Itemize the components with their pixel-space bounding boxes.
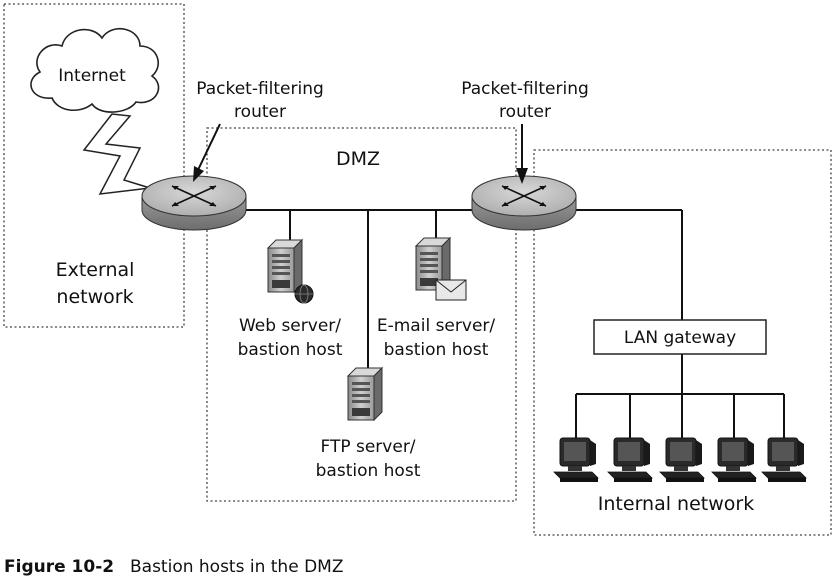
router-right-icon — [471, 175, 577, 231]
router-left-label-line2: router — [234, 102, 286, 122]
web-server-label-line2: bastion host — [238, 340, 343, 360]
computer-icon — [553, 437, 599, 483]
computer-icon — [607, 437, 653, 483]
router-left-icon — [141, 175, 247, 231]
lan-gateway-box — [593, 319, 767, 355]
router-left-label-line1: Packet-filtering — [196, 79, 324, 99]
email-server-label-line2: bastion host — [384, 340, 489, 360]
dmz-box — [206, 127, 517, 502]
lan-gateway-label: LAN gateway — [624, 328, 736, 348]
figure-caption: Bastion hosts in the DMZ — [130, 557, 343, 577]
web-server-icon — [267, 239, 303, 293]
computer-icon — [761, 437, 807, 483]
external-network-label-line2: network — [56, 286, 133, 308]
email-server-label-line1: E-mail server/ — [377, 316, 496, 336]
external-network-label-line1: External — [56, 259, 135, 281]
envelope-icon — [435, 279, 467, 301]
external-network-box — [3, 3, 185, 328]
web-server-label-line1: Web server/ — [239, 316, 341, 336]
internet-label: Internet — [58, 66, 126, 86]
router-left-arrow — [193, 123, 221, 182]
lightning-icon — [82, 113, 151, 195]
internal-network-label: Internal network — [598, 493, 754, 515]
computer-icon — [711, 437, 757, 483]
computer-icon — [659, 437, 705, 483]
ftp-server-icon — [347, 367, 383, 421]
ftp-server-label-line1: FTP server/ — [320, 437, 415, 457]
cloud-icon — [30, 28, 160, 113]
router-right-arrow — [516, 124, 528, 184]
internal-network-box — [533, 149, 832, 536]
router-right-label-line2: router — [499, 102, 551, 122]
router-right-label-line1: Packet-filtering — [461, 79, 589, 99]
figure-number: Figure 10-2 — [4, 557, 114, 577]
dmz-label: DMZ — [336, 148, 380, 170]
ftp-server-label-line2: bastion host — [316, 461, 421, 481]
globe-icon — [294, 284, 314, 304]
